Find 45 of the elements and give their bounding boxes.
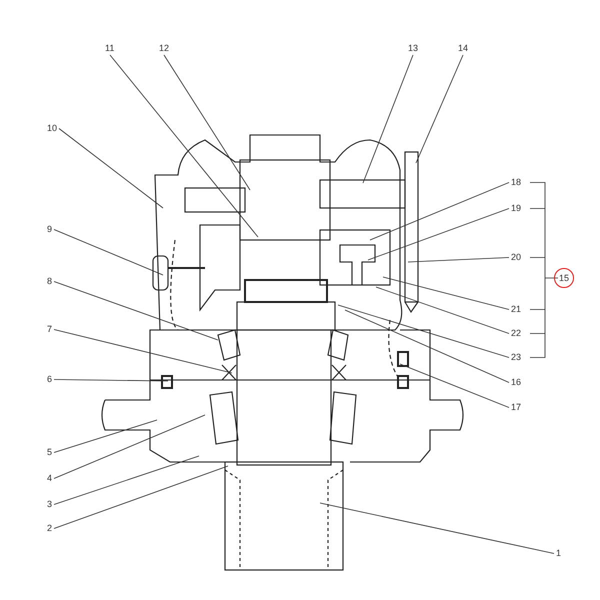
callout-number: 5 (46, 447, 54, 458)
callout-number: 15 (554, 268, 574, 288)
callout-number: 21 (510, 304, 522, 315)
callout-number: 9 (46, 224, 54, 235)
leader-line (370, 182, 510, 240)
callout-number: 6 (46, 374, 54, 385)
callout-number: 18 (510, 177, 522, 188)
leader-line (382, 276, 510, 310)
leader-line (54, 466, 228, 529)
callout-number: 23 (510, 352, 522, 363)
callout-number: 11 (104, 43, 116, 54)
leader-line (54, 329, 232, 374)
leader-line (164, 54, 250, 190)
callout-number: 19 (510, 203, 522, 214)
leader-line (362, 54, 414, 184)
leader-line (54, 414, 206, 479)
callout-number: 4 (46, 473, 54, 484)
callout-number: 17 (510, 402, 522, 413)
callout-number: 10 (46, 123, 58, 134)
leader-line (58, 128, 164, 208)
callout-number: 22 (510, 328, 522, 339)
leader-line (338, 304, 510, 358)
leader-line (408, 257, 510, 262)
leader-line (400, 364, 510, 408)
callout-number: 12 (158, 43, 170, 54)
leader-line (54, 456, 200, 505)
leader-line (376, 286, 510, 334)
callout-number: 1 (555, 548, 562, 559)
callout-number: 14 (457, 43, 470, 54)
callout-number: 3 (46, 499, 54, 510)
leader-line (320, 502, 554, 554)
leader-line (54, 281, 218, 340)
leader-line (344, 310, 510, 383)
leader-line (54, 379, 168, 382)
callout-number: 2 (46, 523, 54, 534)
callout-number: 7 (46, 324, 54, 335)
callout-number: 13 (407, 43, 420, 54)
callout-number: 8 (46, 276, 54, 287)
leader-line (110, 54, 258, 238)
callout-number: 16 (510, 377, 522, 388)
callout-number: 20 (510, 252, 522, 263)
leader-line (54, 420, 158, 453)
leader-line (368, 208, 510, 260)
leader-line (416, 54, 464, 164)
leader-line (54, 229, 164, 276)
